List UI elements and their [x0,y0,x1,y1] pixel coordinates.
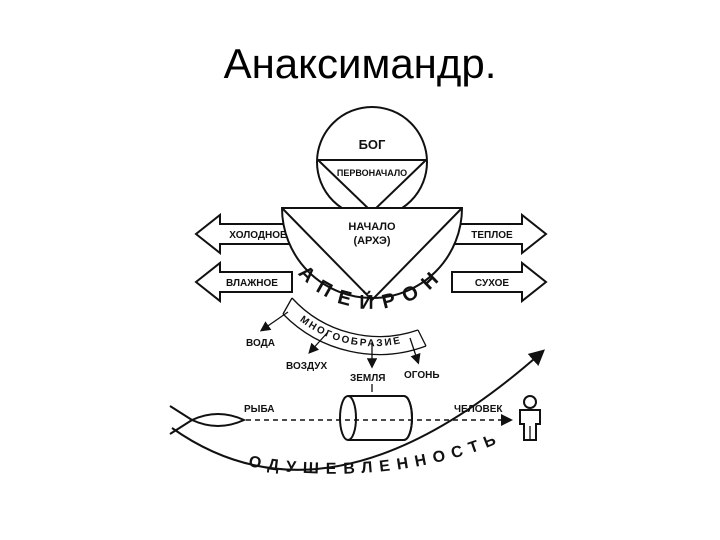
slide-title: Анаксимандр. [223,40,497,87]
animation-arc [171,349,545,471]
earth-label: ЗЕМЛЯ [350,373,385,384]
arrow-dry [451,260,548,304]
element-arrows [259,311,421,369]
arrow-wet [194,260,293,304]
fish-label: РЫБА [244,404,275,415]
fish-icon [169,405,247,435]
water-label: ВОДА [246,338,275,349]
warm-label: ТЕПЛОЕ [471,230,513,241]
air-label: ВОЗДУХ [286,361,327,372]
cold-label: ХОЛОДНОЕ [229,230,287,241]
fire-label: ОГОНЬ [404,370,440,381]
earth-cylinder [339,395,413,441]
beginning-label: НАЧАЛО [348,221,396,233]
god-circle [316,106,428,218]
human-label: ЧЕЛОВЕК [454,404,503,415]
arrow-cold [194,212,293,256]
diversity-band [282,297,427,356]
wet-label: ВЛАЖНОЕ [226,278,278,289]
arrow-warm [451,212,548,256]
apeiron-disk [280,207,464,302]
human-icon [519,395,541,441]
god-label: БОГ [359,137,386,152]
arche-label: (АРХЭ) [353,235,390,247]
dry-label: СУХОЕ [475,278,510,289]
first-principle-label: ПЕРВОНАЧАЛО [337,168,407,178]
diversity-label: МНОГООБРАЗИЕ [298,314,403,349]
